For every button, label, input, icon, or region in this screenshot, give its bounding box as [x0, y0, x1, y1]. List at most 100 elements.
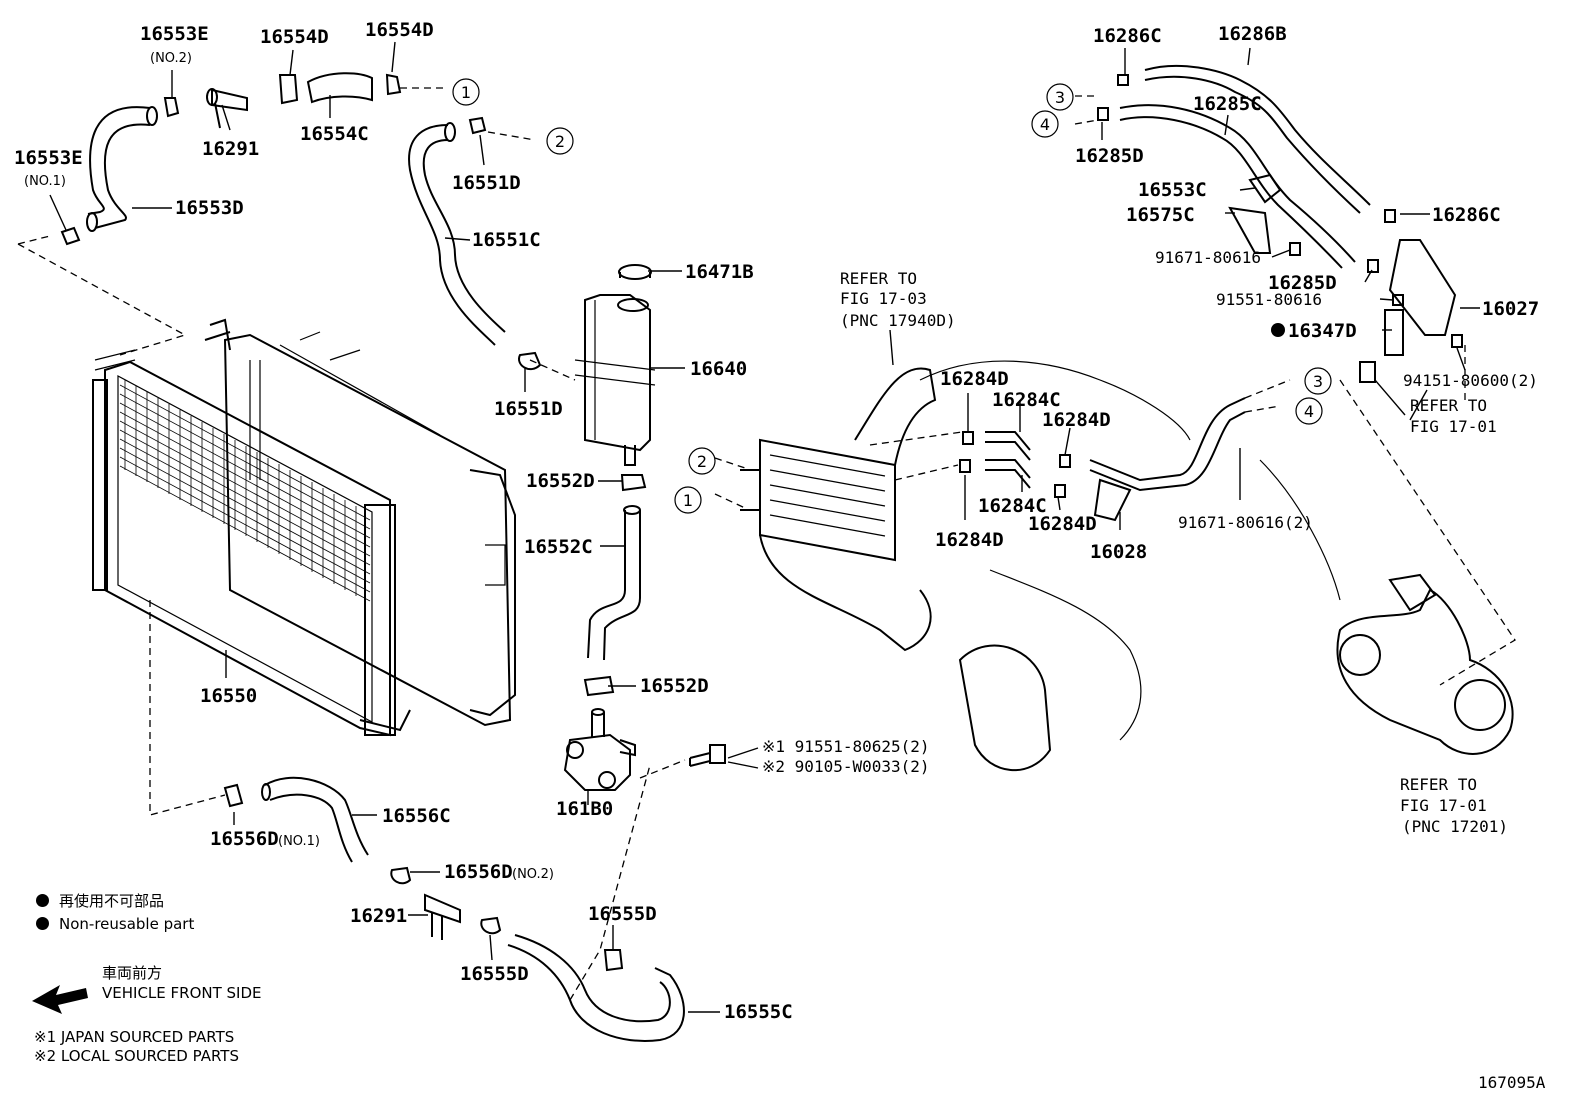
label-16640: 16640	[690, 358, 747, 380]
label-16285c: 16285C	[1193, 93, 1262, 115]
circle-marker-3a: 3	[1046, 83, 1074, 111]
label-91551-80616: 91551-80616	[1216, 290, 1322, 309]
label-16284d-b: 16284D	[1042, 409, 1111, 431]
hose-16556c	[223, 776, 412, 885]
label-91671-80616-2: 91671-80616(2)	[1178, 513, 1313, 532]
label-16556c: 16556C	[382, 805, 451, 827]
label-16291-a: 16291	[202, 138, 259, 160]
circle-marker-3b: 3	[1304, 367, 1332, 395]
hose-16553d	[86, 106, 158, 232]
label-16553e-no2-sub: (NO.2)	[150, 51, 192, 66]
ref-fig-17-01b-line1: REFER TO	[1400, 775, 1477, 794]
circle-marker-1a: 1	[452, 78, 480, 106]
circle-marker-4a: 4	[1031, 110, 1059, 138]
legend-front-en: VEHICLE FRONT SIDE	[102, 984, 262, 1002]
ref-fig-17-03-line1: REFER TO	[840, 269, 917, 288]
brackets-top-right	[1228, 173, 1301, 256]
label-16284c-a: 16284C	[992, 389, 1061, 411]
label-16556d-no1: 16556D	[210, 828, 279, 850]
label-16556d-no2-sub: (NO.2)	[512, 867, 554, 882]
label-16552d-a: 16552D	[526, 470, 595, 492]
svg-text:3: 3	[1313, 372, 1323, 391]
label-16552d-b: 16552D	[640, 675, 709, 697]
circle-marker-2b: 2	[688, 447, 716, 475]
label-16553c: 16553C	[1138, 179, 1207, 201]
circle-marker-4b: 4	[1295, 397, 1323, 425]
pump-161b0-drawing	[563, 708, 636, 791]
ref-fig-17-03-line2: FIG 17-03	[840, 289, 927, 308]
label-bolt-1: ※1 91551-80625(2)	[762, 737, 930, 756]
label-16286b: 16286B	[1218, 23, 1287, 45]
label-16284d-c: 16284D	[1028, 513, 1097, 535]
label-16556d-no1-sub: (NO.1)	[278, 834, 320, 849]
svg-text:1: 1	[461, 83, 471, 102]
label-16471b: 16471B	[685, 261, 754, 283]
legend-front-jp: 車両前方	[102, 964, 163, 982]
radiator-drawing	[92, 349, 411, 737]
ref-fig-17-03-line3: (PNC 17940D)	[840, 311, 956, 330]
label-16027: 16027	[1482, 298, 1539, 320]
label-16286c-b: 16286C	[1432, 204, 1501, 226]
label-16554c: 16554C	[300, 123, 369, 145]
label-94151-80600: 94151-80600(2)	[1403, 371, 1538, 390]
radiator-frame-drawing	[204, 318, 516, 727]
svg-text:2: 2	[697, 452, 707, 471]
bolt-drawing	[689, 744, 726, 767]
pipes-top-right	[1097, 64, 1396, 273]
svg-text:2: 2	[555, 132, 565, 151]
label-16554d-a: 16554D	[260, 26, 329, 48]
vehicle-front-arrow-icon	[32, 985, 88, 1014]
ref-fig-17-01a-line1: REFER TO	[1410, 396, 1487, 415]
non-reusable-dot-16347d	[1271, 323, 1285, 337]
pipe-16028	[1089, 397, 1246, 522]
label-16285d-b: 16285D	[1268, 272, 1337, 294]
label-16551d-b: 16551D	[494, 398, 563, 420]
reservoir-tank-drawing	[574, 264, 656, 466]
hoses-16284c	[959, 431, 1071, 498]
label-16553e-no2: 16553E	[140, 23, 209, 45]
clamps-center	[518, 351, 647, 697]
ref-fig-17-01b-line2: FIG 17-01	[1400, 796, 1487, 815]
label-16284d-a: 16284D	[940, 368, 1009, 390]
circle-marker-1b: 1	[674, 486, 702, 514]
fitting-16291-lower	[424, 893, 502, 940]
label-16555d-b: 16555D	[460, 963, 529, 985]
turbo-housing-drawing	[1336, 573, 1514, 755]
figure-id: 167095A	[1478, 1073, 1546, 1092]
label-16286c-a: 16286C	[1093, 25, 1162, 47]
svg-text:3: 3	[1055, 88, 1065, 107]
label-16291-b: 16291	[350, 905, 407, 927]
hose-16552c	[587, 505, 641, 661]
label-16553e-no1: 16553E	[14, 147, 83, 169]
circle-markers: 1 2 2 1 3 4 3 4	[452, 78, 1332, 514]
svg-text:4: 4	[1304, 402, 1314, 421]
hose-16551c	[408, 122, 506, 346]
label-16555d-a: 16555D	[588, 903, 657, 925]
label-91671-80616: 91671-80616	[1155, 248, 1261, 267]
label-16555c: 16555C	[724, 1001, 793, 1023]
svg-text:4: 4	[1040, 115, 1050, 134]
ref-fig-17-01a-line2: FIG 17-01	[1410, 417, 1497, 436]
leader-lines	[49, 41, 1480, 1013]
label-16553e-no1-sub: (NO.1)	[24, 174, 66, 189]
circle-marker-2a: 2	[546, 127, 574, 155]
label-16550: 16550	[200, 685, 257, 707]
legend-non-reusable-jp: 再使用不可部品	[36, 890, 164, 911]
water-outlet-16027	[1359, 239, 1463, 383]
label-16553d: 16553D	[175, 197, 244, 219]
svg-text:1: 1	[683, 491, 693, 510]
reference-notes: REFER TO FIG 17-03 (PNC 17940D) REFER TO…	[840, 269, 1508, 836]
legend-note-local: ※2 LOCAL SOURCED PARTS	[34, 1047, 239, 1065]
label-16284d-d: 16284D	[935, 529, 1004, 551]
non-reusable-dot-icon	[36, 894, 49, 907]
legend-note-japan: ※1 JAPAN SOURCED PARTS	[34, 1028, 235, 1046]
label-16347d: 16347D	[1288, 320, 1357, 342]
legend-non-reusable-en: Non-reusable part	[36, 915, 194, 933]
part-labels: 16553E (NO.2) 16554D 16554D 16291 16554C…	[14, 19, 1539, 1023]
label-16575c: 16575C	[1126, 204, 1195, 226]
label-16028: 16028	[1090, 541, 1147, 563]
dashed-guide-lines	[17, 87, 1516, 1001]
label-16285d-a: 16285D	[1075, 145, 1144, 167]
label-161b0: 161B0	[556, 798, 613, 820]
